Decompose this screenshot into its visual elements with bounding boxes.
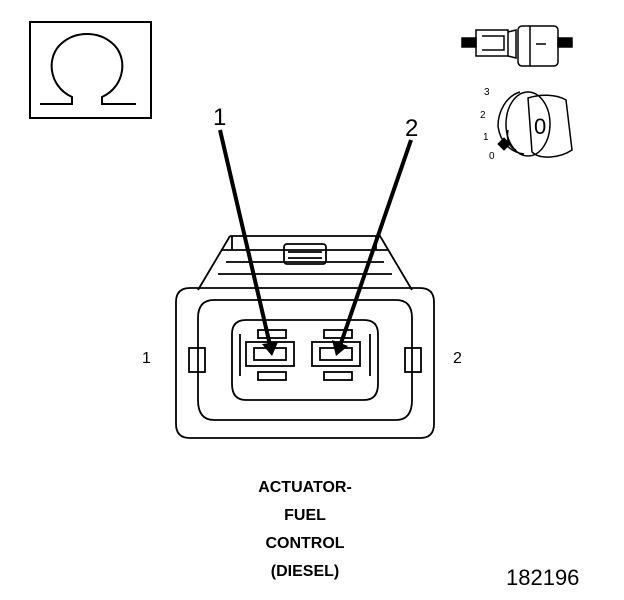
pin2-callout-label: 2	[405, 115, 419, 142]
left-side-label: 1	[142, 350, 151, 367]
right-side-label: 2	[453, 350, 462, 367]
key-label: 0	[534, 114, 547, 139]
pin2-callout-arrow	[332, 139, 413, 356]
caption-line-3: CONTROL	[265, 535, 345, 552]
ignition-key-icon	[497, 91, 573, 158]
switch-position-3: 3	[484, 87, 490, 98]
figure-number: 182196	[506, 565, 580, 590]
pin1-callout-arrow	[218, 129, 278, 356]
diagram-caption: ACTUATOR- FUEL CONTROL (DIESEL)	[200, 474, 410, 586]
switch-position-0: 0	[489, 151, 495, 162]
caption-line-1: ACTUATOR-	[258, 479, 352, 496]
pin1-callout-label: 1	[213, 104, 227, 131]
connector-body	[175, 235, 435, 439]
connector-mating-icon	[461, 25, 573, 67]
caption-line-2: FUEL	[284, 507, 326, 524]
ohm-symbol-icon	[29, 21, 152, 119]
caption-line-4: (DIESEL)	[270, 563, 340, 580]
switch-position-1: 1	[483, 132, 489, 143]
switch-position-2: 2	[480, 110, 486, 121]
